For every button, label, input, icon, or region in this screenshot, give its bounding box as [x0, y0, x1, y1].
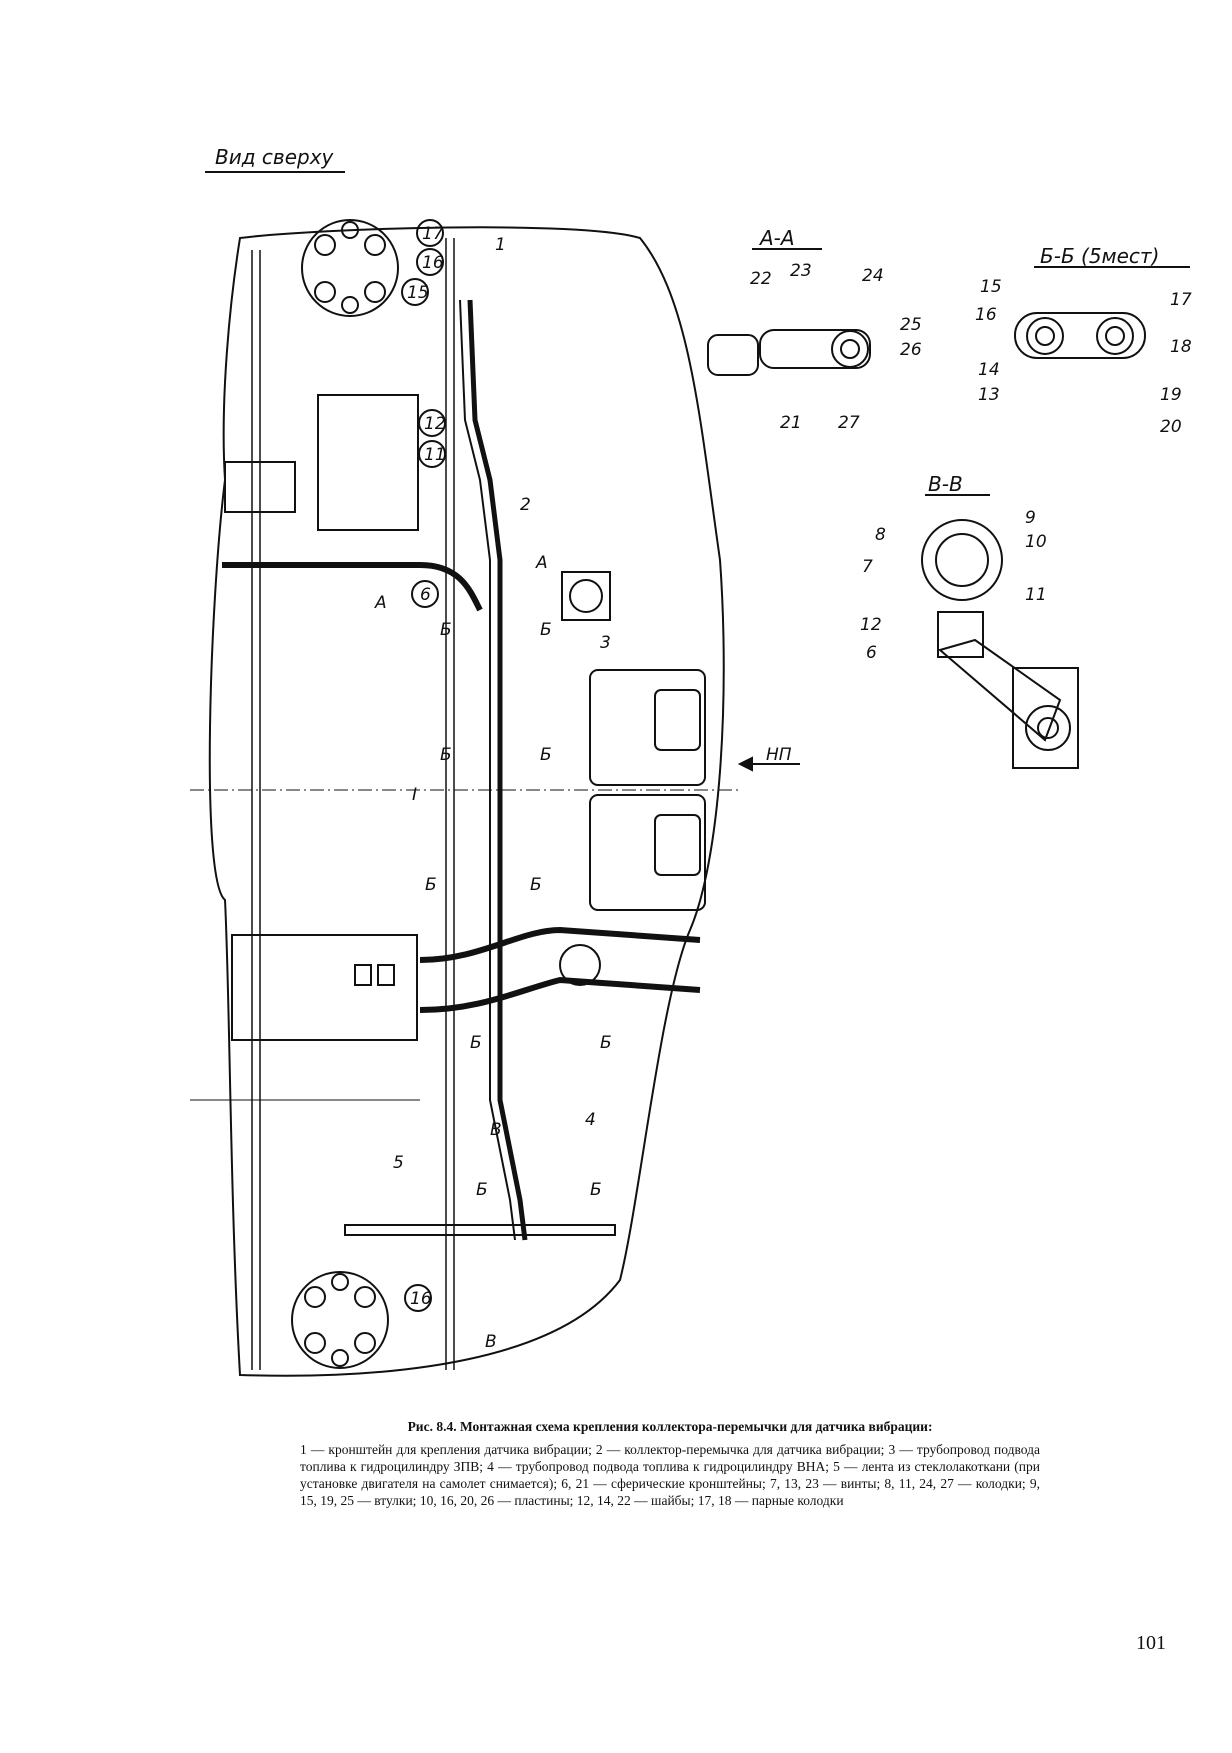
callout-13: 13 — [978, 385, 1000, 405]
circled-label-15: 15 — [407, 283, 429, 303]
page-number: 101 — [1136, 1632, 1166, 1654]
callout-20: 20 — [1160, 417, 1182, 437]
callout-1: 1 — [495, 235, 506, 255]
circled-label-16: 16 — [422, 253, 444, 273]
callout-7: 7 — [862, 557, 873, 577]
figure-caption: Рис. 8.4. Монтажная схема крепления колл… — [300, 1418, 1040, 1509]
callout-22: 22 — [750, 269, 772, 289]
callout-9: 9 — [1025, 508, 1036, 528]
section-mark-v-top: В — [490, 1120, 502, 1140]
section-mark-b-10: Б — [590, 1180, 602, 1200]
callout-4: 4 — [585, 1110, 596, 1130]
circled-label-16b: 16 — [410, 1289, 432, 1309]
callout-23: 23 — [790, 261, 812, 281]
section-mark-b-2: Б — [540, 620, 552, 640]
callout-5: 5 — [393, 1153, 404, 1173]
section-vv-title: В-В — [928, 472, 963, 496]
section-mark-a-left: А — [374, 593, 387, 613]
circled-label-11: 11 — [424, 445, 446, 465]
callout-19: 19 — [1160, 385, 1182, 405]
section-mark-np: НП — [766, 745, 792, 765]
callout-24: 24 — [862, 266, 884, 286]
section-bb-title: Б-Б (5мест) — [1040, 244, 1159, 268]
section-mark-b-1: Б — [440, 620, 452, 640]
section-mark-b-4: Б — [540, 745, 552, 765]
callout-3: 3 — [600, 633, 611, 653]
callout-17: 17 — [1170, 290, 1192, 310]
callout-2: 2 — [520, 495, 531, 515]
circled-label-6: 6 — [420, 585, 431, 605]
section-mark-b-9: Б — [476, 1180, 488, 1200]
callout-10: 10 — [1025, 532, 1047, 552]
section-mark-b-5: Б — [425, 875, 437, 895]
callout-15: 15 — [980, 277, 1002, 297]
section-mark-b-8: Б — [600, 1033, 612, 1053]
callout-18: 18 — [1170, 337, 1192, 357]
section-mark-b-7: Б — [470, 1033, 482, 1053]
section-aa-title: А-А — [758, 226, 795, 250]
callout-11: 11 — [1025, 585, 1047, 605]
section-mark-i: I — [412, 785, 417, 805]
view-title: Вид сверху — [215, 145, 335, 169]
caption-body: 1 — кронштейн для крепления датчика вибр… — [300, 1442, 1040, 1508]
caption-title: Рис. 8.4. Монтажная схема крепления колл… — [407, 1419, 933, 1434]
callout-12: 12 — [860, 615, 882, 635]
callout-21: 21 — [780, 413, 802, 433]
section-mark-b-6: Б — [530, 875, 542, 895]
callout-14: 14 — [978, 360, 1000, 380]
circled-label-17: 17 — [422, 224, 444, 244]
callout-25: 25 — [900, 315, 922, 335]
circled-label-12: 12 — [424, 414, 446, 434]
section-mark-v-bottom: В — [485, 1332, 497, 1352]
callout-8: 8 — [875, 525, 886, 545]
section-mark-a-right: А — [535, 553, 548, 573]
section-mark-b-3: Б — [440, 745, 452, 765]
callout-16: 16 — [975, 305, 997, 325]
callout-27: 27 — [838, 413, 860, 433]
callout-26: 26 — [900, 340, 922, 360]
callout-6: 6 — [866, 643, 877, 663]
